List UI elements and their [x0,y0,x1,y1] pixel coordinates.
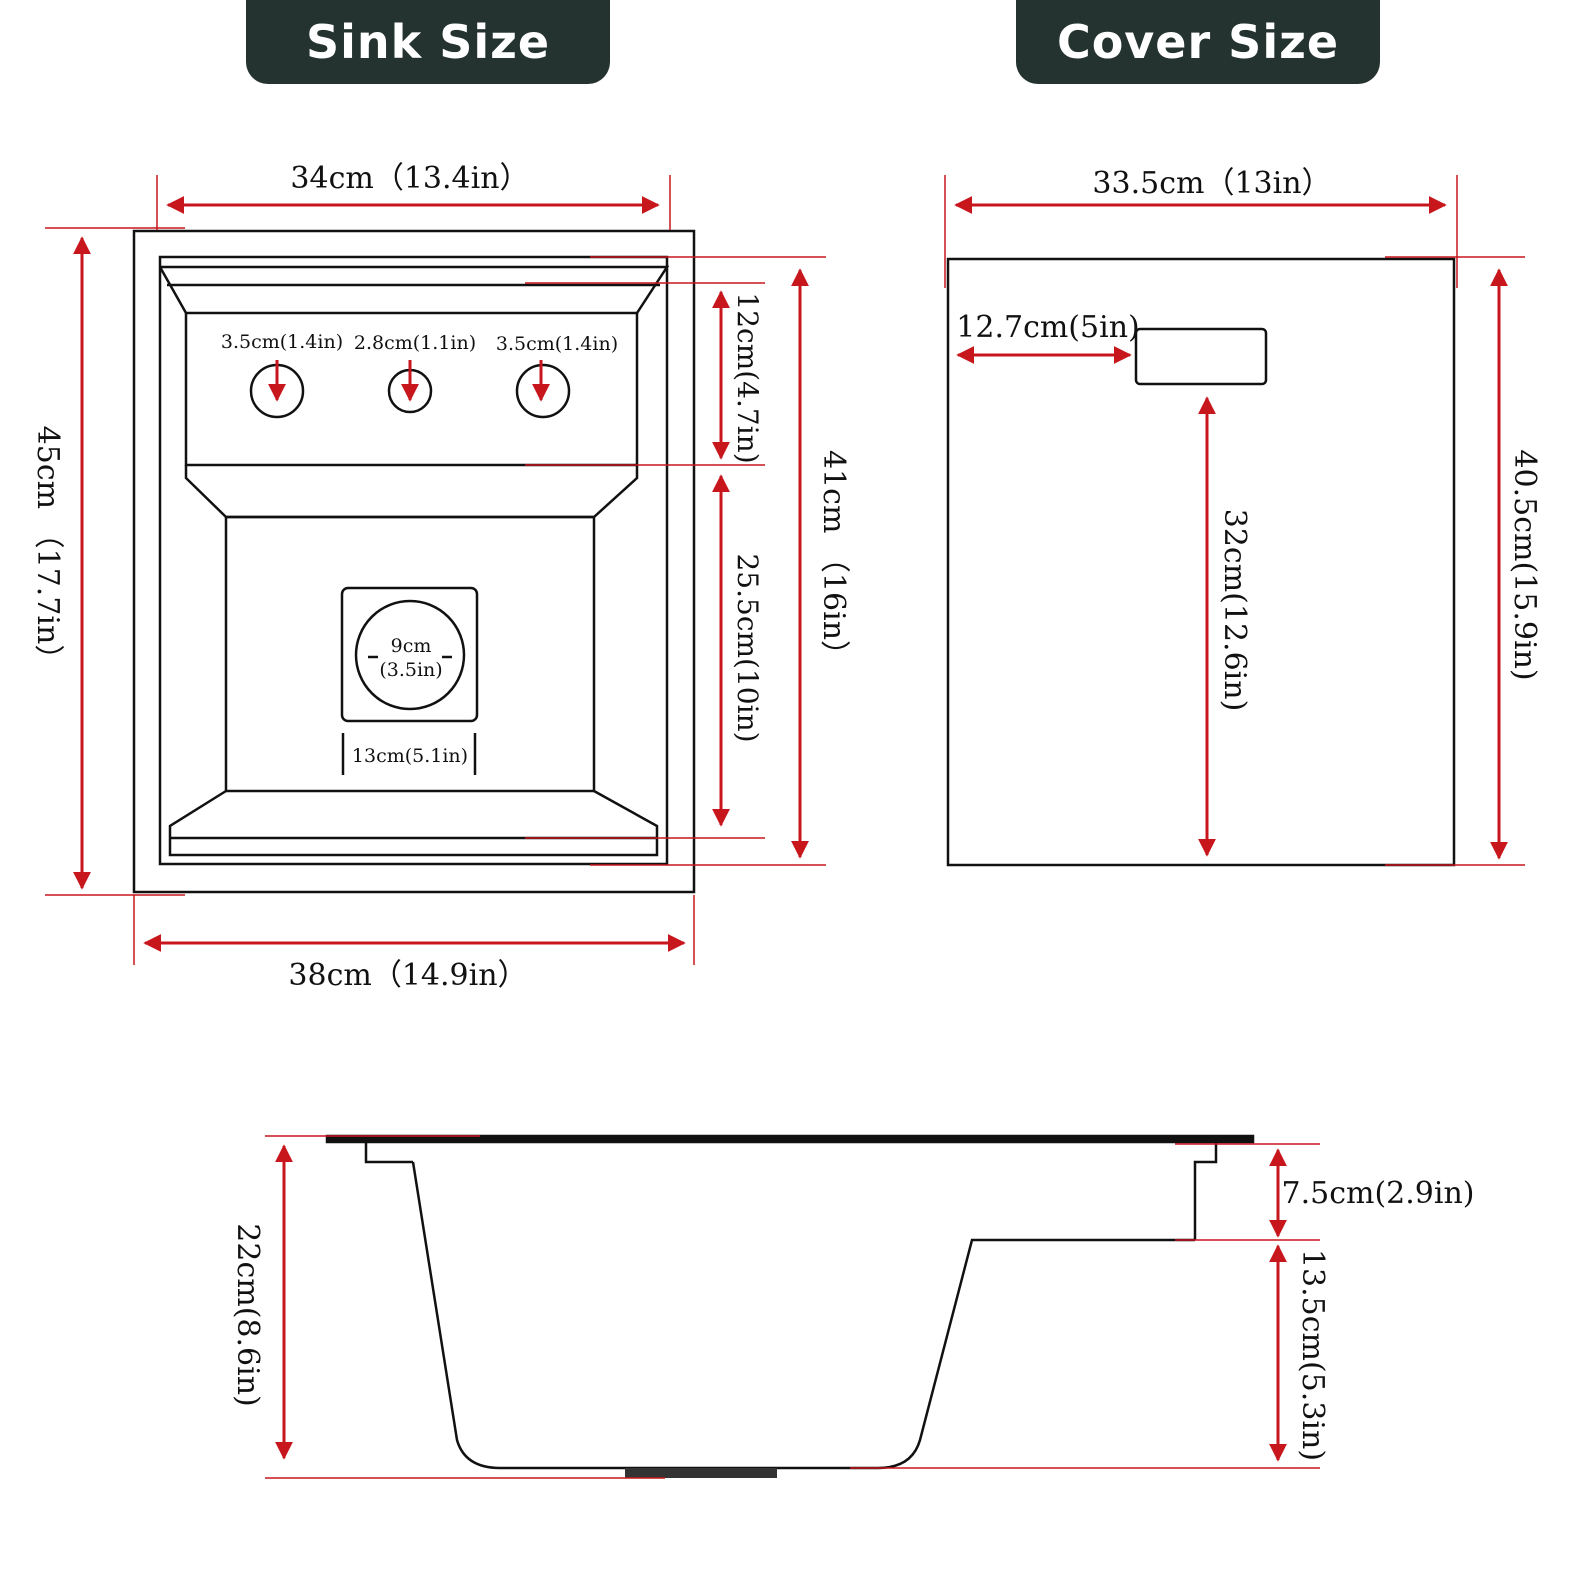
label-hole-right: 3.5cm(1.4in) [496,333,618,355]
side-cover-plate [325,1134,1255,1144]
cover-top-view [946,257,1456,867]
cover-handle [1134,327,1268,386]
label-hole-middle: 2.8cm(1.1in) [354,332,476,354]
label-drain-box-width: 13cm(5.1in) [352,745,468,767]
label-inner-width: 34cm（13.4in） [290,161,529,196]
label-shelf-depth: 12cm(4.7in) [731,292,764,463]
sink-inner-rim [158,255,669,866]
label-drain-in: (3.5in) [379,659,442,681]
label-handle-offset: 12.7cm(5in) [956,310,1139,345]
label-outer-width: 38cm（14.9in） [288,958,527,993]
drain-circle [354,599,466,711]
label-drain-cm: 9cm [391,635,432,657]
cover-outline [946,257,1456,867]
basin [224,515,596,793]
label-side-basin-depth: 13.5cm(5.3in) [1295,1249,1330,1461]
shelf-top-bevel [158,265,670,315]
label-side-total-depth: 22cm(8.6in) [230,1223,265,1406]
label-hole-left: 3.5cm(1.4in) [221,331,343,353]
sink-outer-rim [132,229,696,894]
side-right-flange [1193,1142,1218,1240]
sink-side-view [325,1134,1255,1478]
label-outer-length: 45cm （17.7in） [30,426,65,675]
faucet-hole-right [515,363,571,419]
side-basin-profile [411,1161,1195,1470]
basin-lower-bevel [168,789,659,857]
side-drain [625,1468,777,1478]
label-handle-to-edge: 32cm(12.6in) [1217,509,1252,712]
sink-size-title: Sink Size [246,0,610,84]
label-basin-length: 25.5cm(10in) [731,553,764,742]
cover-size-title: Cover Size [1016,0,1380,84]
label-inner-length: 41cm （16in） [816,450,851,670]
label-cover-width: 33.5cm（13in） [1092,166,1331,201]
basin-upper-bevel [184,465,639,519]
label-cover-length: 40.5cm(15.9in) [1507,449,1542,680]
drain-box [340,586,479,723]
side-left-flange [364,1142,413,1164]
shelf-panel [184,313,639,467]
label-side-shelf-depth: 7.5cm(2.9in) [1282,1176,1475,1211]
sink-top-view [132,229,696,894]
